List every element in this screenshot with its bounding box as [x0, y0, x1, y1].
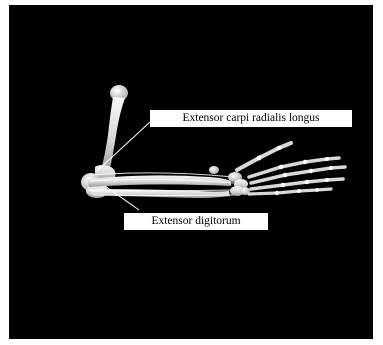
hand-fingers	[237, 143, 345, 195]
arm-skeleton-illustration	[9, 5, 373, 339]
forearm-bones	[87, 175, 231, 198]
leader-line-extensor-carpi-radialis-longus	[97, 122, 150, 171]
label-extensor-carpi-radialis-longus: Extensor carpi radialis longus	[150, 110, 352, 127]
label-extensor-digitorum: Extensor digitorum	[124, 213, 268, 230]
image-frame: Extensor carpi radialis longus Extensor …	[9, 5, 373, 339]
humerus-bone	[95, 85, 128, 179]
